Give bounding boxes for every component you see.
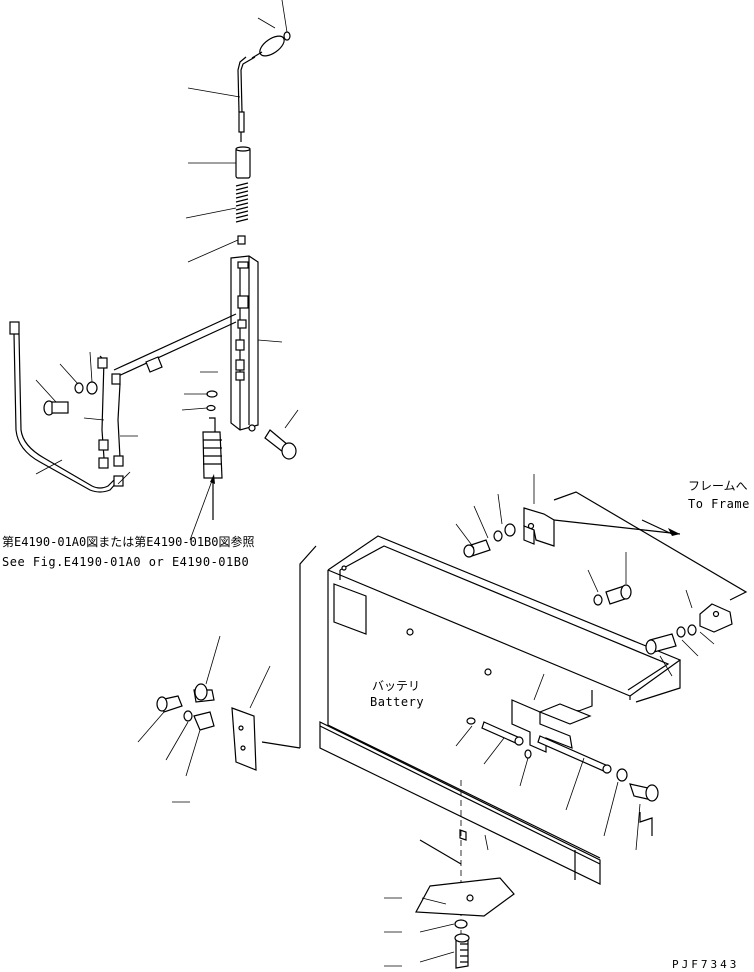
drawing-code: PJF7343: [672, 958, 739, 971]
frame-lines: [553, 491, 748, 601]
lever-pin: [237, 235, 246, 245]
floor-plate: [415, 839, 515, 969]
small-clip: [145, 356, 163, 373]
leader-lines-upper: [35, 0, 299, 541]
hold-rods: [466, 717, 612, 774]
frame-label-en: To Frame: [688, 497, 750, 511]
connector-line: [261, 545, 317, 749]
lever-assembly: [113, 31, 297, 520]
reference-note-en: See Fig.E4190-01A0 or E4190-01B0: [2, 555, 249, 569]
bracket-bolt: [264, 429, 297, 460]
mount-bolt-right: [593, 584, 632, 606]
box-bolt: [616, 768, 659, 836]
lever-knob: [251, 31, 291, 59]
lever-sleeve: [235, 146, 251, 179]
frame-label-jp: フレームへ: [688, 479, 748, 493]
reference-note-jp: 第E4190-01A0図または第E4190-01B0図参照: [2, 534, 255, 549]
battery-label-en: Battery: [370, 695, 424, 709]
battery-label-jp: バッテリ: [372, 679, 420, 693]
cable-bolt: [43, 381, 98, 416]
terminal-bracket: [156, 683, 257, 771]
cable-assembly: [9, 321, 124, 493]
cable-end: [202, 417, 223, 520]
leader-lines-lower: [137, 474, 715, 967]
mount-bracket-left: [463, 507, 555, 558]
connecting-rod: [113, 313, 237, 379]
lever-rod: [237, 56, 256, 142]
mount-bracket-right: [645, 603, 733, 655]
lever-spring: [235, 182, 249, 223]
nut: [206, 390, 218, 412]
lever-bracket: [230, 255, 259, 432]
